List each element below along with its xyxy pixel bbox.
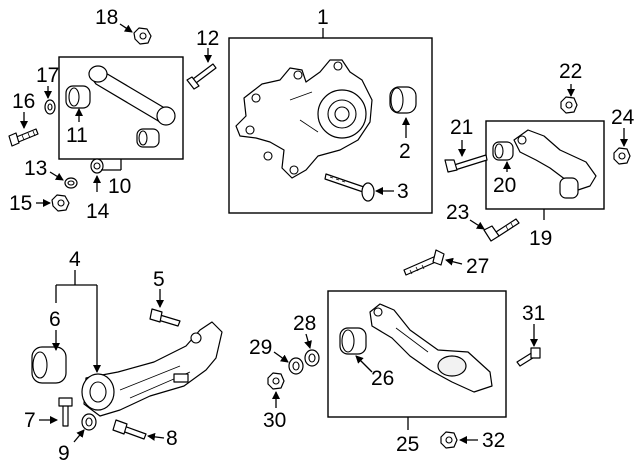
washer-28 xyxy=(304,349,320,367)
washer-17 xyxy=(44,99,56,115)
bolt-8 xyxy=(112,419,147,440)
bolt-27 xyxy=(403,249,445,276)
callout-29: 29 xyxy=(249,336,272,359)
callout-25: 25 xyxy=(396,433,419,456)
nut-32 xyxy=(440,431,458,449)
bolt-7 xyxy=(58,397,73,427)
washer-13 xyxy=(64,177,78,189)
bushing-6 xyxy=(31,346,67,384)
bolt-12 xyxy=(186,63,217,90)
nut-18 xyxy=(133,27,152,45)
callout-21: 21 xyxy=(450,116,473,139)
bolt-23 xyxy=(483,218,520,242)
steering-knuckle xyxy=(235,59,373,179)
leader-lines xyxy=(20,23,628,444)
callout-14: 14 xyxy=(86,200,110,223)
washer-29 xyxy=(288,357,304,375)
callout-20: 20 xyxy=(493,174,516,197)
callout-26: 26 xyxy=(371,367,394,390)
callout-6: 6 xyxy=(49,308,61,331)
callout-19: 19 xyxy=(529,227,552,250)
lower-control-arm-25 xyxy=(369,303,493,393)
callout-8: 8 xyxy=(166,427,178,450)
nut-22 xyxy=(560,96,578,114)
callout-32: 32 xyxy=(482,429,505,452)
callout-31: 31 xyxy=(522,302,545,325)
callout-22: 22 xyxy=(559,60,582,83)
bolt-5 xyxy=(149,308,181,327)
washer-14 xyxy=(90,158,104,174)
callout-23: 23 xyxy=(446,201,469,224)
callout-9: 9 xyxy=(58,442,70,465)
nut-15 xyxy=(51,194,70,212)
upper-link-11 xyxy=(65,65,176,148)
callout-30: 30 xyxy=(263,409,286,432)
callout-13: 13 xyxy=(24,157,47,180)
callout-15: 15 xyxy=(9,192,32,215)
callout-2: 2 xyxy=(399,140,411,163)
callout-24: 24 xyxy=(611,106,635,129)
callout-5: 5 xyxy=(153,268,165,291)
bushing-2 xyxy=(389,86,417,114)
nut-24 xyxy=(613,147,631,165)
callout-10: 10 xyxy=(108,175,131,198)
callout-7: 7 xyxy=(24,409,36,432)
bolt-16 xyxy=(8,128,39,147)
callout-labels: 1 2 3 4 5 6 7 8 9 10 11 12 13 14 15 16 1… xyxy=(9,6,635,465)
callout-16: 16 xyxy=(12,90,35,113)
nut-30 xyxy=(267,372,285,390)
washer-9 xyxy=(81,413,97,431)
lower-arm-19 xyxy=(513,129,597,199)
callout-1: 1 xyxy=(317,6,329,29)
callout-18: 18 xyxy=(95,6,118,29)
callout-3: 3 xyxy=(397,180,409,203)
group-box-25 xyxy=(327,290,507,418)
callout-4: 4 xyxy=(69,248,81,271)
callout-11: 11 xyxy=(66,124,88,147)
bolt-31 xyxy=(516,347,541,367)
callout-12: 12 xyxy=(196,27,219,50)
callout-17: 17 xyxy=(36,64,59,87)
callout-28: 28 xyxy=(293,312,316,335)
group-box-1 xyxy=(228,37,433,214)
callout-27: 27 xyxy=(466,255,489,278)
bolt-3 xyxy=(324,173,375,202)
bolt-21 xyxy=(444,154,488,173)
trailing-arm-4 xyxy=(81,321,223,417)
group-box-19 xyxy=(485,120,605,210)
bushing-20 xyxy=(492,141,514,161)
bushing-26 xyxy=(339,327,367,355)
